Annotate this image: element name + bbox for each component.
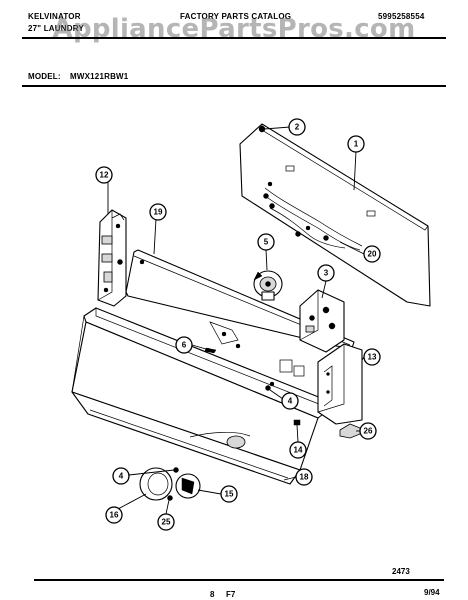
console-panel-part xyxy=(71,307,337,485)
callout-2: 2 xyxy=(288,118,306,136)
callout-1: 1 xyxy=(347,135,365,153)
callout-15: 15 xyxy=(220,485,238,503)
header-product-line: 27" LAUNDRY xyxy=(28,24,84,33)
leader-lines xyxy=(107,126,365,515)
screw-6-part xyxy=(204,347,217,354)
knob-part xyxy=(139,467,173,501)
header-rule xyxy=(22,37,446,39)
svg-text:4: 4 xyxy=(119,472,124,481)
callout-6: 6 xyxy=(175,336,193,354)
page-number: 8 xyxy=(210,590,215,599)
callout-20: 20 xyxy=(363,245,381,263)
knob-clip-part xyxy=(167,495,173,501)
callout-12: 12 xyxy=(95,166,113,184)
callout-26: 26 xyxy=(359,422,377,440)
callout-25: 25 xyxy=(157,513,175,531)
callout-4-lower: 4 xyxy=(112,467,130,485)
model-label: MODEL: xyxy=(28,72,61,81)
svg-text:25: 25 xyxy=(162,518,171,527)
svg-text:5: 5 xyxy=(264,238,269,247)
small-screw-part xyxy=(293,419,301,426)
motor-part xyxy=(253,270,283,301)
svg-text:3: 3 xyxy=(324,269,329,278)
model-number: MWX121RBW1 xyxy=(70,72,129,81)
svg-text:4: 4 xyxy=(288,397,293,406)
svg-text:1: 1 xyxy=(354,140,359,149)
footer-rule xyxy=(34,579,444,581)
svg-text:2: 2 xyxy=(295,123,300,132)
svg-text:16: 16 xyxy=(110,511,119,520)
figure-code: 2473 xyxy=(392,567,410,576)
rear-panel-part xyxy=(239,123,431,307)
callout-16: 16 xyxy=(105,506,123,524)
callout-13: 13 xyxy=(363,348,381,366)
svg-text:19: 19 xyxy=(154,208,163,217)
switch-assembly-part xyxy=(299,289,345,353)
callout-3: 3 xyxy=(317,264,335,282)
callout-5: 5 xyxy=(257,233,275,251)
header-part-number: 5995258554 xyxy=(378,12,425,21)
svg-text:13: 13 xyxy=(368,353,377,362)
section-code: F7 xyxy=(226,590,236,599)
header-brand: KELVINATOR xyxy=(28,12,81,21)
svg-text:14: 14 xyxy=(294,446,303,455)
svg-text:18: 18 xyxy=(300,473,309,482)
end-cap-part xyxy=(317,343,363,425)
callout-4-upper: 4 xyxy=(281,392,299,410)
knob-skirt-part xyxy=(175,473,201,499)
svg-text:20: 20 xyxy=(368,250,377,259)
svg-text:15: 15 xyxy=(225,490,234,499)
callout-18: 18 xyxy=(295,468,313,486)
svg-text:6: 6 xyxy=(182,341,187,350)
header-catalog-title: FACTORY PARTS CATALOG xyxy=(180,12,292,21)
callout-14: 14 xyxy=(289,441,307,459)
timer-bracket-part xyxy=(97,209,127,307)
revision-date: 9/94 xyxy=(424,588,440,597)
screw-4-part xyxy=(173,385,271,473)
model-rule xyxy=(22,85,446,87)
callout-19: 19 xyxy=(149,203,167,221)
svg-text:12: 12 xyxy=(100,171,109,180)
svg-text:26: 26 xyxy=(364,427,373,436)
